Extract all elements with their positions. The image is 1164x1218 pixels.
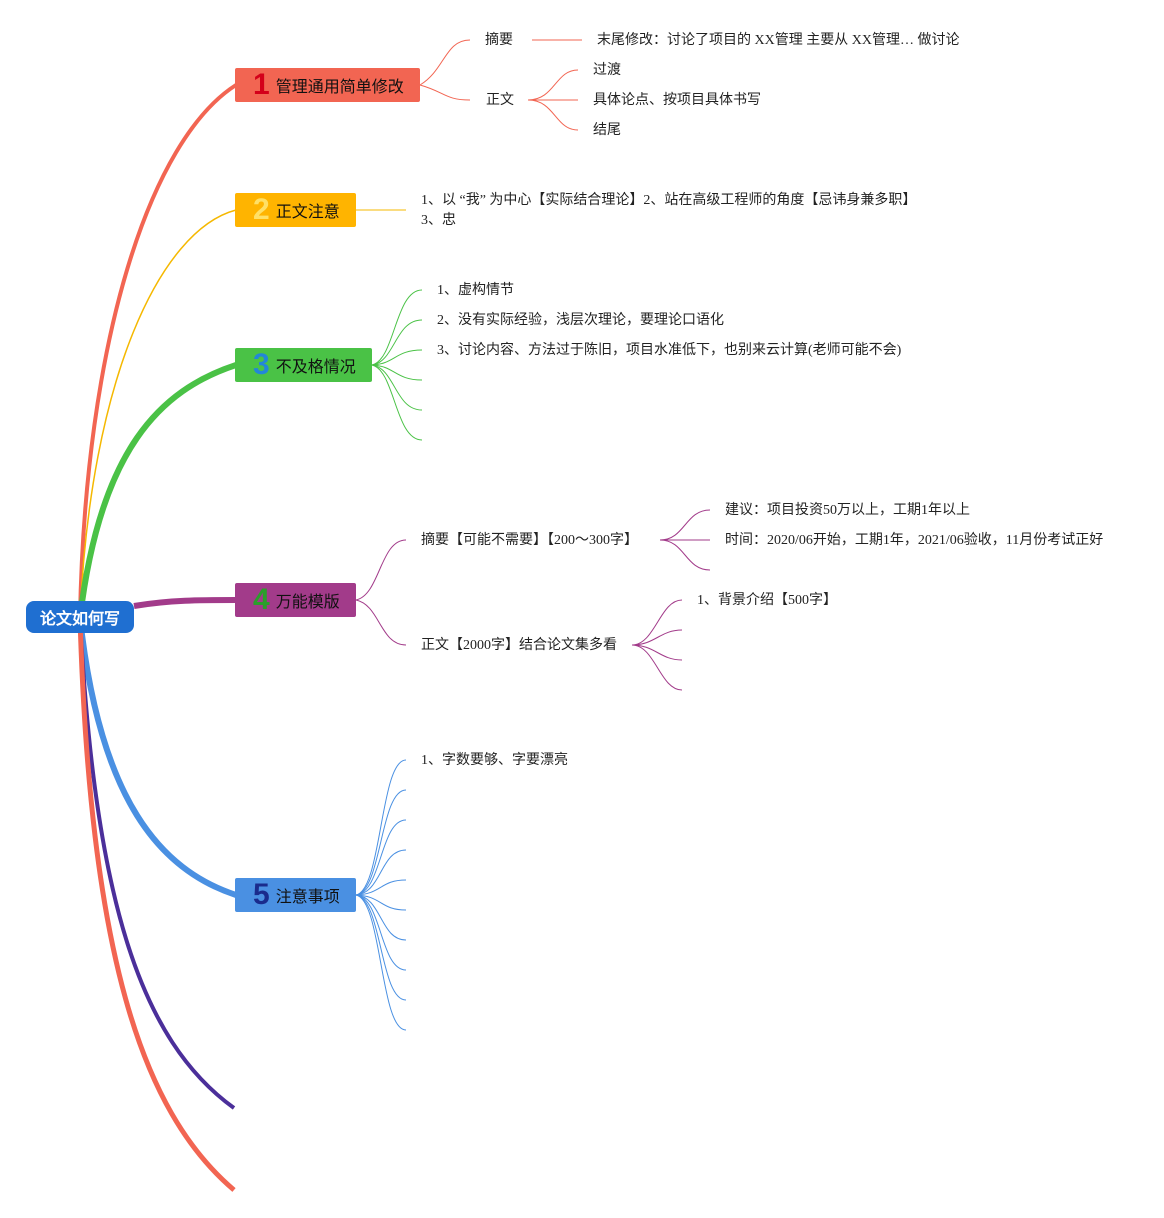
- edge-b5-3: [355, 819, 407, 896]
- edge-b3-5: [371, 364, 423, 411]
- edge-b1-summary: [419, 39, 471, 86]
- edge-root-extra-red: [77, 617, 236, 1192]
- branch-4-node[interactable]: 4 万能模版: [235, 583, 356, 617]
- branch-3-label: 不及格情况: [275, 357, 356, 376]
- edge-b3-2: [371, 319, 423, 366]
- branch-5-node[interactable]: 5 注意事项: [235, 878, 356, 912]
- node-body-item-2[interactable]: 具体论点、按项目具体书写: [593, 93, 761, 108]
- branch-4-label: 万能模版: [275, 592, 340, 611]
- edge-root-branch4: [133, 597, 237, 609]
- edge-b4-b-2: [631, 629, 683, 646]
- edge-b3-6: [371, 364, 423, 441]
- branch-number-2: 2: [253, 193, 270, 226]
- node-fail-item-2[interactable]: 2、没有实际经验，浅层次理论，要理论口语化: [437, 313, 724, 328]
- branch-2-label: 正文注意: [275, 202, 340, 221]
- edge-b5-8: [355, 894, 407, 971]
- node-template-body[interactable]: 正文【2000字】结合论文集多看: [421, 638, 617, 653]
- edge-b4-s-3: [659, 539, 711, 571]
- edge-b5-4: [355, 849, 407, 896]
- edge-b4-body: [355, 599, 407, 646]
- branch-5-label: 注意事项: [275, 887, 340, 906]
- branch-number-4: 4: [253, 583, 270, 616]
- edge-b1-body: [419, 84, 471, 101]
- node-body-item-3[interactable]: 结尾: [593, 123, 621, 138]
- branch-number-3: 3: [253, 348, 270, 381]
- node-summary[interactable]: 摘要: [485, 33, 513, 48]
- branch-number-5: 5: [253, 878, 270, 911]
- node-body-notes-line1[interactable]: 1、以 “我” 为中心【实际结合理论】2、站在高级工程师的角度【忌讳身兼多职】: [421, 193, 917, 208]
- edge-b5-5: [355, 879, 407, 896]
- node-template-summary[interactable]: 摘要【可能不需要】【200～300字】: [421, 533, 638, 548]
- edge-b4-b-4: [631, 644, 683, 691]
- edge-b4-s-1: [659, 509, 711, 541]
- node-body-item-1[interactable]: 过渡: [593, 63, 621, 78]
- edge-b3-4: [371, 364, 423, 381]
- edge-root-branch2: [79, 209, 237, 619]
- node-notice-item-1[interactable]: 1、字数要够、字要漂亮: [421, 753, 568, 768]
- root-node[interactable]: 论文如何写: [26, 601, 134, 633]
- edge-body-1: [527, 69, 579, 101]
- branch-2-node[interactable]: 2 正文注意: [235, 193, 356, 227]
- edge-root-branch5: [77, 617, 237, 898]
- edge-b5-7: [355, 894, 407, 941]
- edge-b5-6: [355, 894, 407, 911]
- node-template-suggestion[interactable]: 建议：项目投资50万以上，工期1年以上: [725, 503, 970, 518]
- node-fail-item-3[interactable]: 3、讨论内容、方法过于陈旧，项目水准低下，也别来云计算(老师可能不会): [437, 343, 902, 358]
- node-template-background[interactable]: 1、背景介绍【500字】: [697, 593, 837, 608]
- edge-root-extra-purple: [78, 617, 236, 1110]
- edge-b4-b-1: [631, 599, 683, 646]
- edge-b3-1: [371, 289, 423, 366]
- node-fail-item-1[interactable]: 1、虚构情节: [437, 283, 514, 298]
- edge-b5-2: [355, 789, 407, 896]
- node-summary-detail[interactable]: 末尾修改：讨论了项目的 XX管理 主要从 XX管理… 做讨论: [597, 33, 960, 48]
- edge-b4-summary: [355, 539, 407, 601]
- edge-b5-1: [355, 759, 407, 896]
- branch-number-1: 1: [253, 68, 270, 101]
- branch-1-node[interactable]: 1 管理通用简单修改: [235, 68, 420, 102]
- branch-1-label: 管理通用简单修改: [275, 77, 404, 96]
- edge-b5-9: [355, 894, 407, 1001]
- branch-3-node[interactable]: 3 不及格情况: [235, 348, 372, 382]
- edge-body-3: [527, 99, 579, 131]
- edge-b5-10: [355, 894, 407, 1031]
- edge-root-branch3: [77, 362, 237, 619]
- node-body[interactable]: 正文: [486, 93, 514, 108]
- edge-root-branch1: [78, 83, 238, 619]
- node-template-time[interactable]: 时间：2020/06开始，工期1年，2021/06验收，11月份考试正好: [725, 533, 1104, 548]
- node-body-notes-line2[interactable]: 3、忠: [421, 213, 456, 228]
- edge-b3-3: [371, 349, 423, 366]
